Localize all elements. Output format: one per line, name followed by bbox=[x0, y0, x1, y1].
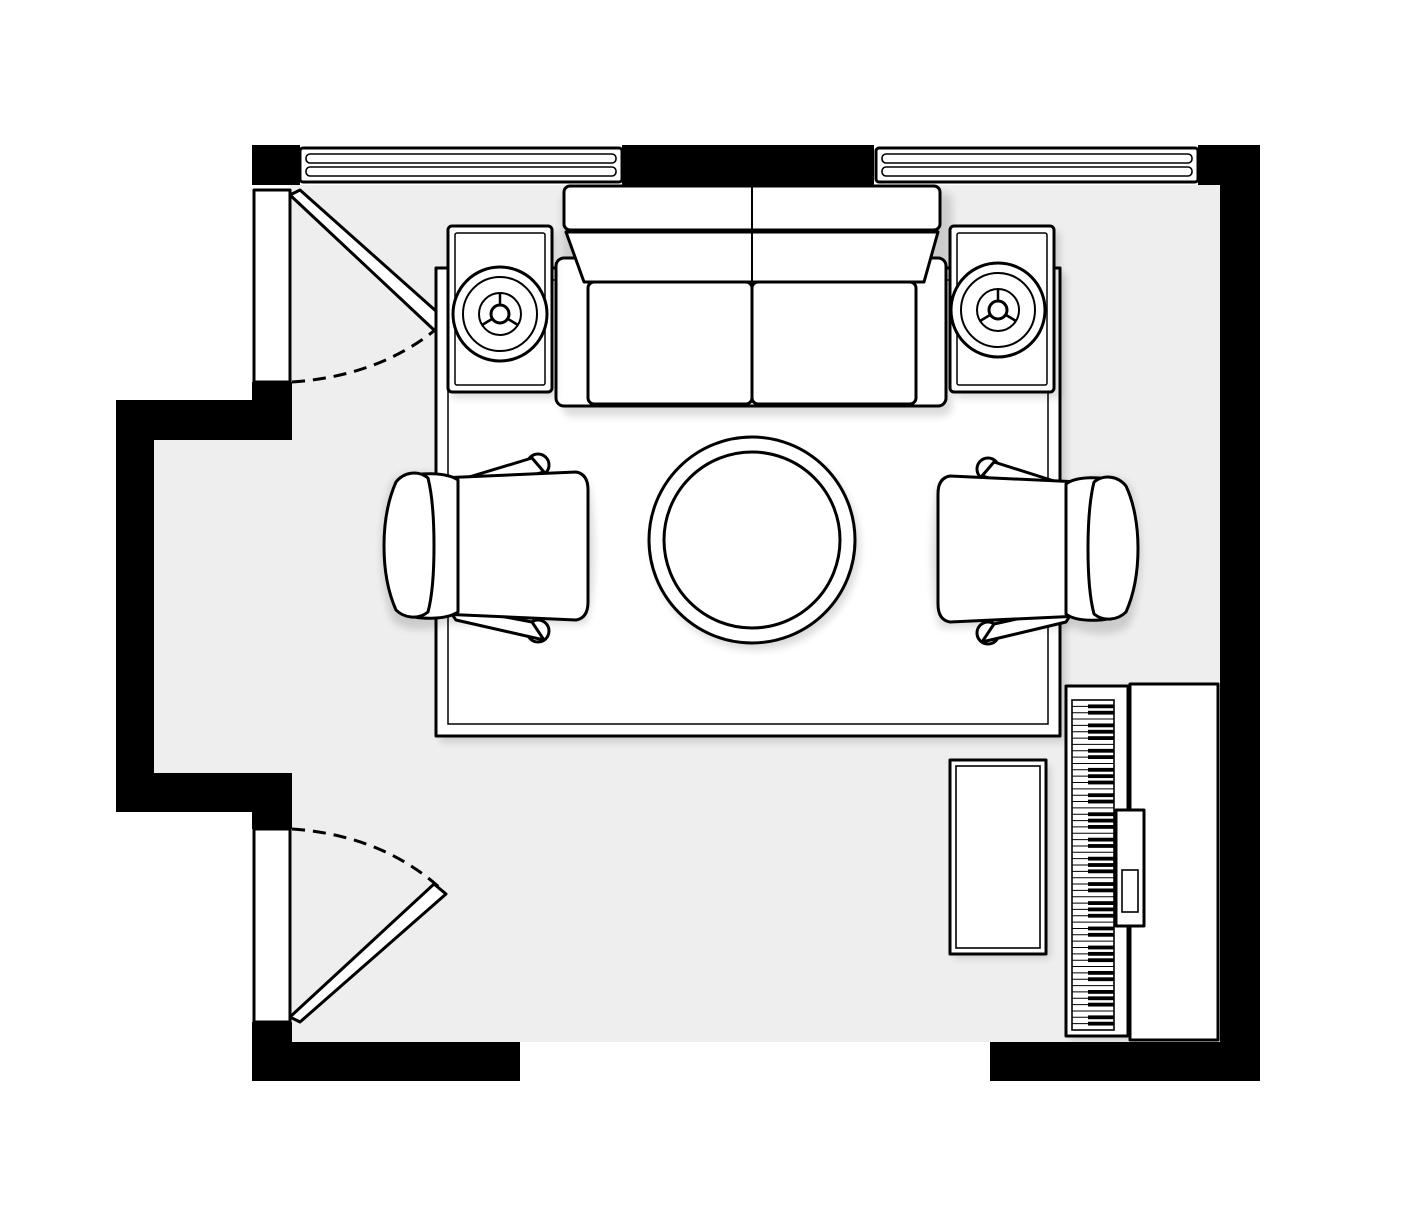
right-end-table-with-lamp bbox=[948, 224, 1060, 398]
left-end-table-with-lamp bbox=[446, 224, 556, 398]
piano-bench bbox=[948, 758, 1050, 958]
upper-left-door bbox=[252, 188, 448, 384]
upright-piano bbox=[1064, 682, 1220, 1042]
lower-left-door bbox=[252, 827, 448, 1024]
left-armchair bbox=[381, 452, 595, 644]
right-armchair bbox=[931, 456, 1141, 646]
top-left-window bbox=[298, 146, 624, 184]
top-right-window bbox=[874, 146, 1200, 184]
round-coffee-table bbox=[647, 435, 860, 650]
loveseat bbox=[554, 184, 952, 416]
exterior-walls bbox=[116, 145, 1260, 1081]
